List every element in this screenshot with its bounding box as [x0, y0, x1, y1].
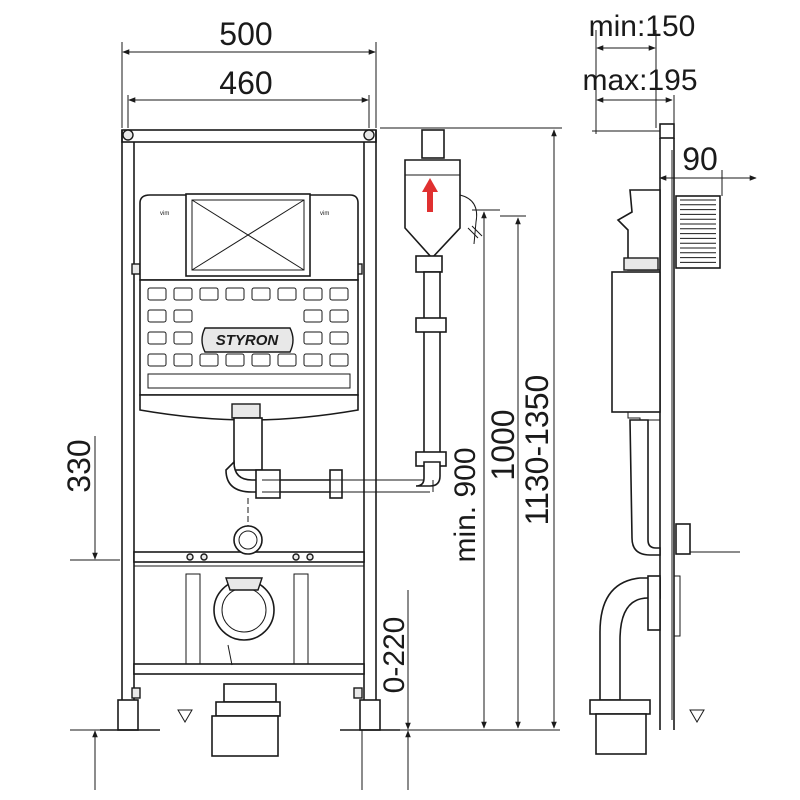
cistern-grid-cell — [147, 287, 167, 301]
dim-cistern-depth: 90 — [682, 141, 718, 177]
front-view: vim vim STYRON — [100, 129, 430, 757]
brand-small-left: vim — [160, 211, 169, 217]
dimension-labels: 500 460 min:150 max:195 90 330 min. 900 … — [61, 10, 718, 693]
cistern-grid-cell — [303, 353, 323, 367]
cistern-grid-cell — [303, 287, 323, 301]
floor-level-mark-front — [177, 709, 193, 723]
frame-bolt-left — [122, 129, 134, 141]
cistern-grid-cell — [225, 287, 245, 301]
side-view — [589, 123, 740, 755]
cistern-grid-cell — [147, 353, 167, 367]
cistern-grid-cell — [277, 353, 297, 367]
drain-bend — [185, 573, 309, 757]
cistern-side-panel — [675, 195, 721, 269]
cross-rail-lower — [133, 663, 365, 675]
cistern-grid-cell — [199, 287, 219, 301]
dim-wall-clearance-max: max:195 — [582, 64, 697, 97]
cistern-grid-cell — [147, 309, 167, 323]
dim-drain-height: 330 — [61, 439, 97, 492]
dim-pipe-min-height: min. 900 — [449, 447, 482, 562]
dim-frame-width-inner: 460 — [219, 65, 272, 101]
brand-small-right: vim — [320, 211, 329, 217]
supply-pipe — [423, 271, 441, 463]
cistern-grid — [147, 287, 351, 389]
foot-left — [117, 699, 139, 731]
frame-outline — [100, 129, 400, 731]
foot-right — [359, 699, 381, 731]
dim-pipe-height: 1000 — [485, 409, 521, 480]
frame-bolt-right — [363, 129, 375, 141]
cistern-grid-cell — [173, 331, 193, 345]
brand-logo: STYRON — [216, 332, 280, 349]
cistern-grid-cell — [173, 353, 193, 367]
supply-assembly — [404, 129, 483, 492]
dim-frame-width-outer: 500 — [219, 16, 272, 52]
cistern-grid-cell — [199, 353, 219, 367]
cistern-grid-cell — [303, 331, 323, 345]
dim-wall-clearance-min: min:150 — [589, 10, 696, 43]
cistern-grid-cell — [147, 331, 167, 345]
cistern-grid-cell — [329, 331, 349, 345]
cistern-grid-cell — [303, 309, 323, 323]
cistern-grid-cell — [329, 353, 349, 367]
cistern-grid-cell — [251, 353, 271, 367]
cistern-grid-base — [147, 373, 351, 389]
cistern-grid-cell — [277, 287, 297, 301]
cistern-grid-cell — [225, 353, 245, 367]
floor-level-mark-side — [689, 709, 705, 723]
flush-pipe — [186, 417, 430, 561]
dim-floor-adjust-range: 0-220 — [378, 617, 411, 694]
pipe-outlet — [233, 525, 263, 555]
flow-arrow-head — [422, 178, 438, 192]
cistern-grid-cell — [173, 309, 193, 323]
dim-frame-height-range: 1130-1350 — [519, 375, 555, 526]
cistern-grid-cell — [251, 287, 271, 301]
cistern-grid-cell — [329, 287, 349, 301]
flow-arrow-shaft — [427, 190, 433, 212]
dimension-lines — [70, 30, 757, 790]
cistern: vim vim STYRON — [139, 193, 359, 421]
cistern-grid-cell — [173, 287, 193, 301]
drain-socket — [215, 701, 281, 717]
brand-logo-badge — [201, 327, 294, 353]
cistern-side-body — [611, 271, 661, 413]
cistern-grid-cell — [329, 309, 349, 323]
